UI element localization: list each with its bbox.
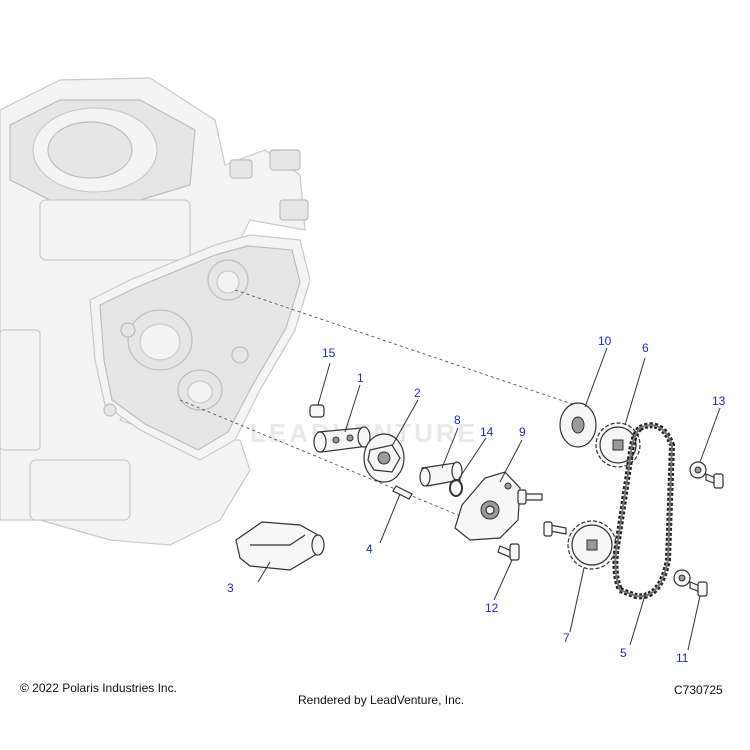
alignment-lines [179,289,591,521]
part-11-washer-bolt [673,569,708,597]
bolt-set-pump [517,489,567,537]
part-3-oil-strainer [235,521,325,571]
callout-10: 10 [598,334,612,348]
part-1-pump-shaft [313,426,371,453]
part-7-lower-sprocket [567,520,617,570]
part-14-o-ring [449,479,463,497]
callout-3: 3 [227,581,234,595]
callout-11: 11 [676,651,689,665]
part-2-pump-rotor [363,433,405,483]
callout-8: 8 [454,413,461,427]
part-4-drive-pin [392,485,413,500]
callout-6: 6 [642,341,649,355]
callout-14: 14 [480,425,494,439]
callout-5: 5 [620,646,627,660]
part-12-bolt [497,543,520,561]
part-5-drive-chain [612,422,676,600]
callout-1: 1 [357,371,364,385]
part-15-dowel-pin [309,404,325,418]
part-9-pump-cover [454,471,521,541]
leader-lines [257,347,721,651]
callout-9: 9 [519,425,526,439]
callout-labels: 15 1 2 3 4 5 6 7 8 9 10 11 12 13 14 [227,334,726,665]
callout-7: 7 [563,631,570,645]
callout-13: 13 [712,394,726,408]
part-13-washer-bolt [689,461,724,489]
diagram-code: C730725 [674,683,723,697]
callout-4: 4 [366,542,373,556]
engine-block-ghost [0,77,311,546]
copyright-text: © 2022 Polaris Industries Inc. [20,681,177,695]
callout-2: 2 [414,386,421,400]
rendered-by-text: Rendered by LeadVenture, Inc. [298,693,465,707]
part-6-upper-sprocket [595,422,641,468]
part-8-pump-sleeve [419,461,463,487]
callout-15: 15 [322,346,336,360]
callout-12: 12 [485,601,499,615]
part-10-spacer [559,402,597,448]
